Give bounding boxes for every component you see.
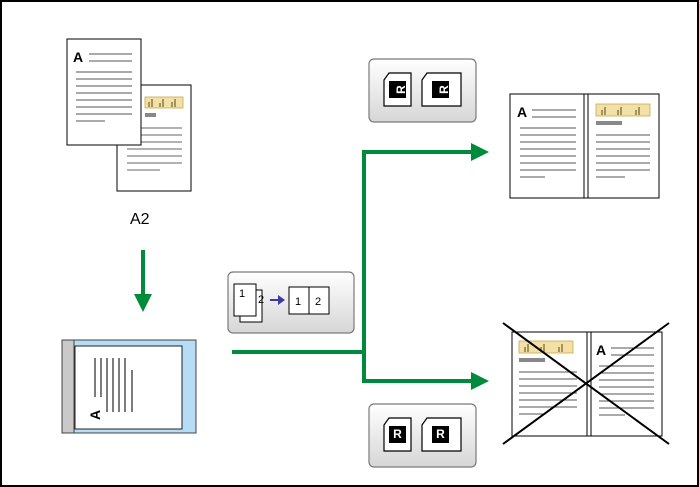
arrow-to-valid-output-icon bbox=[471, 143, 489, 161]
booklet-mode-button[interactable]: 1 2 1 2 bbox=[227, 271, 355, 334]
svg-text:2: 2 bbox=[315, 296, 321, 308]
flow-arrows bbox=[232, 143, 489, 390]
orientation-top-button[interactable]: R R bbox=[368, 58, 477, 123]
original-documents: A bbox=[66, 38, 192, 192]
scanned-page bbox=[74, 345, 183, 430]
svg-text:R: R bbox=[436, 427, 445, 441]
arrow-to-invalid-output-icon bbox=[471, 372, 489, 390]
orientation-r-upright-pair-icon: R R bbox=[383, 417, 462, 452]
cross-out-icon bbox=[502, 322, 670, 445]
output-booklet-incorrect: A bbox=[502, 322, 670, 445]
svg-text:R: R bbox=[394, 85, 408, 94]
orientation-bottom-button[interactable]: R R bbox=[368, 403, 477, 468]
chart-highlight bbox=[144, 96, 184, 109]
original-page-letter: A bbox=[73, 49, 83, 65]
svg-text:2: 2 bbox=[258, 294, 264, 306]
svg-text:1: 1 bbox=[295, 296, 301, 308]
exposure-glass: A bbox=[61, 339, 197, 434]
down-arrow-icon bbox=[134, 250, 152, 312]
svg-text:R: R bbox=[437, 85, 451, 94]
source-size-label: A2 bbox=[130, 211, 150, 228]
svg-text:A: A bbox=[517, 104, 527, 120]
orientation-r-left-pair-icon: R R bbox=[383, 72, 462, 107]
svg-text:1: 1 bbox=[239, 288, 245, 300]
output-booklet-correct: A bbox=[509, 93, 660, 199]
two-to-one-booklet-icon: 1 2 1 2 bbox=[233, 283, 330, 323]
svg-text:R: R bbox=[393, 427, 402, 441]
original-page-a: A bbox=[66, 38, 142, 146]
scanned-page-letter: A bbox=[87, 410, 103, 420]
svg-text:A: A bbox=[596, 342, 606, 358]
